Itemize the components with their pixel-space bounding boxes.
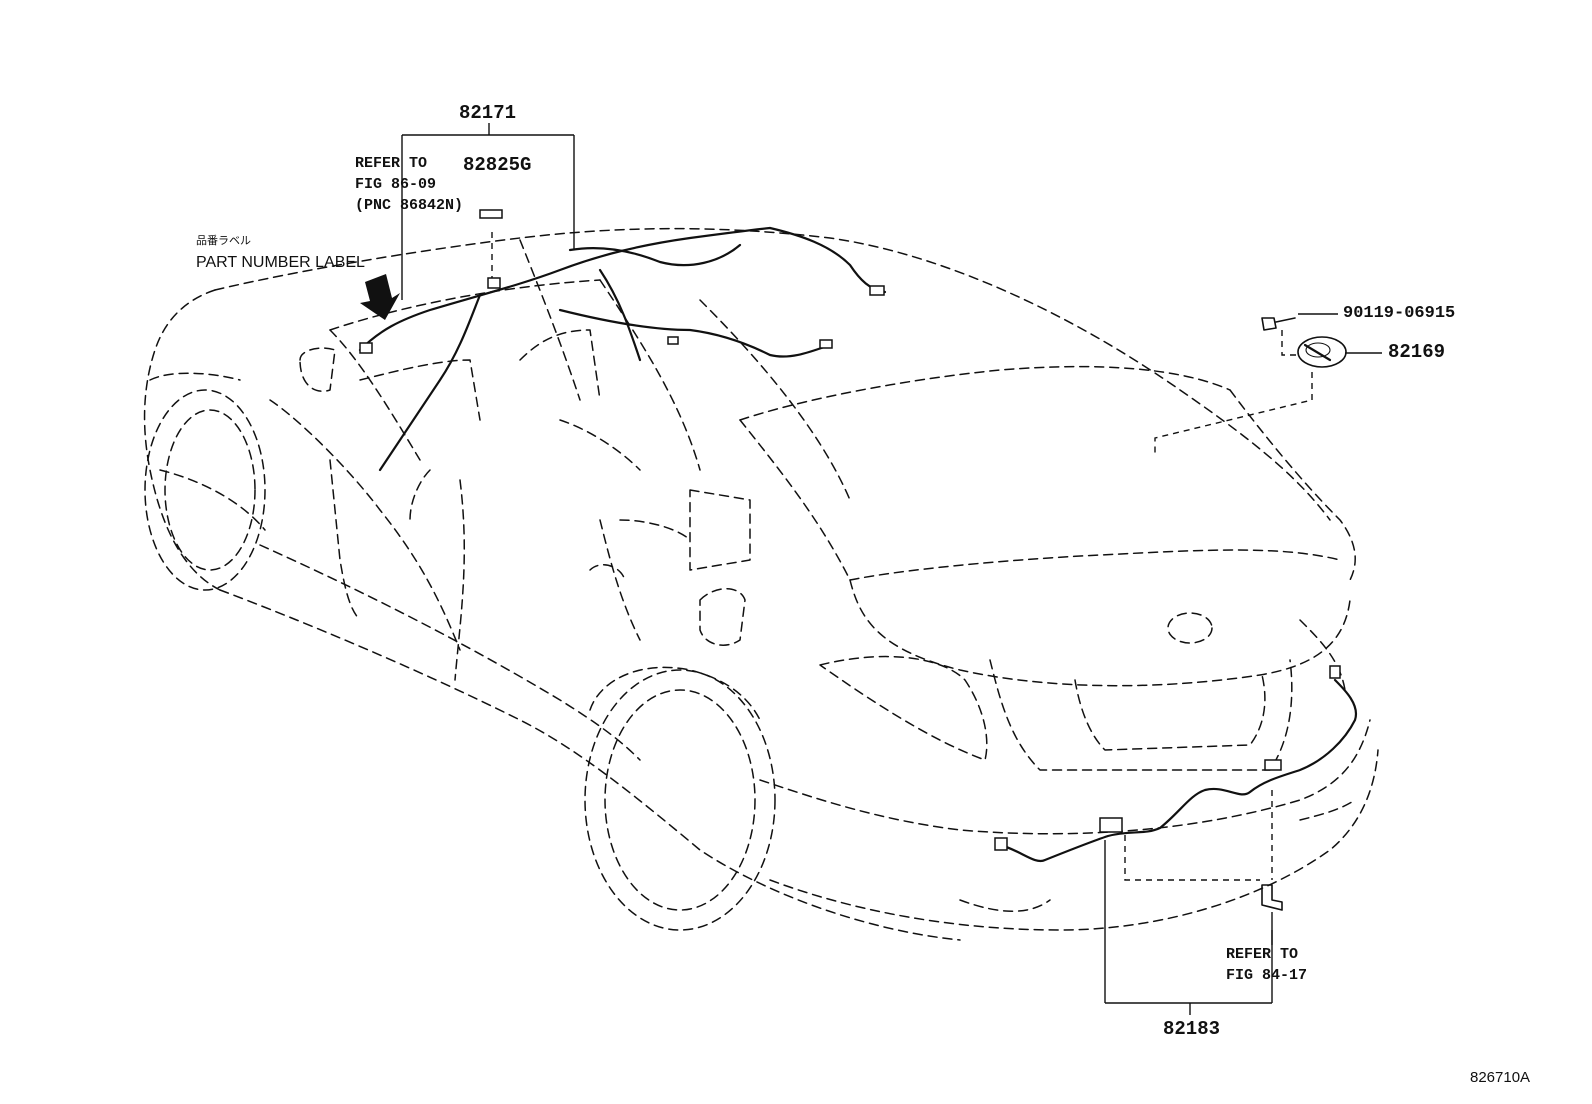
part-82183-label: 82183 <box>1163 1018 1221 1040</box>
refer-fig-86-line2: FIG 86-09 <box>355 176 437 193</box>
part-number-label-text: PART NUMBER LABEL <box>196 254 365 271</box>
sensor-82169 <box>1297 336 1347 368</box>
car-body-outline <box>143 227 1379 941</box>
part-number-label-jp: 品番ラベル <box>196 235 251 247</box>
refer-fig-84-line2: FIG 84-17 <box>1226 967 1308 984</box>
diagram-id: 826710A <box>1470 1069 1531 1086</box>
roof-harness-82171 <box>358 209 887 472</box>
connector-82825g <box>479 209 503 219</box>
part-82169-label: 82169 <box>1388 341 1446 363</box>
rear-bumper-harness-82183 <box>994 665 1358 863</box>
refer-fig-86-line3: (PNC 86842N) <box>355 197 464 214</box>
part-82825g-label: 82825G <box>463 154 532 176</box>
refer-fig-86-line1: REFER TO <box>355 155 428 172</box>
part-82171-label: 82171 <box>459 102 517 124</box>
refer-fig-84-line1: REFER TO <box>1226 946 1299 963</box>
rear-bracket <box>1261 884 1283 911</box>
part-number-label-arrow <box>360 274 400 320</box>
connector-bumper-left <box>994 837 1008 851</box>
part-90119-06915-label: 90119-06915 <box>1343 304 1456 323</box>
leader-lines <box>401 123 1382 1015</box>
bolt-90119-06915 <box>1261 317 1296 331</box>
